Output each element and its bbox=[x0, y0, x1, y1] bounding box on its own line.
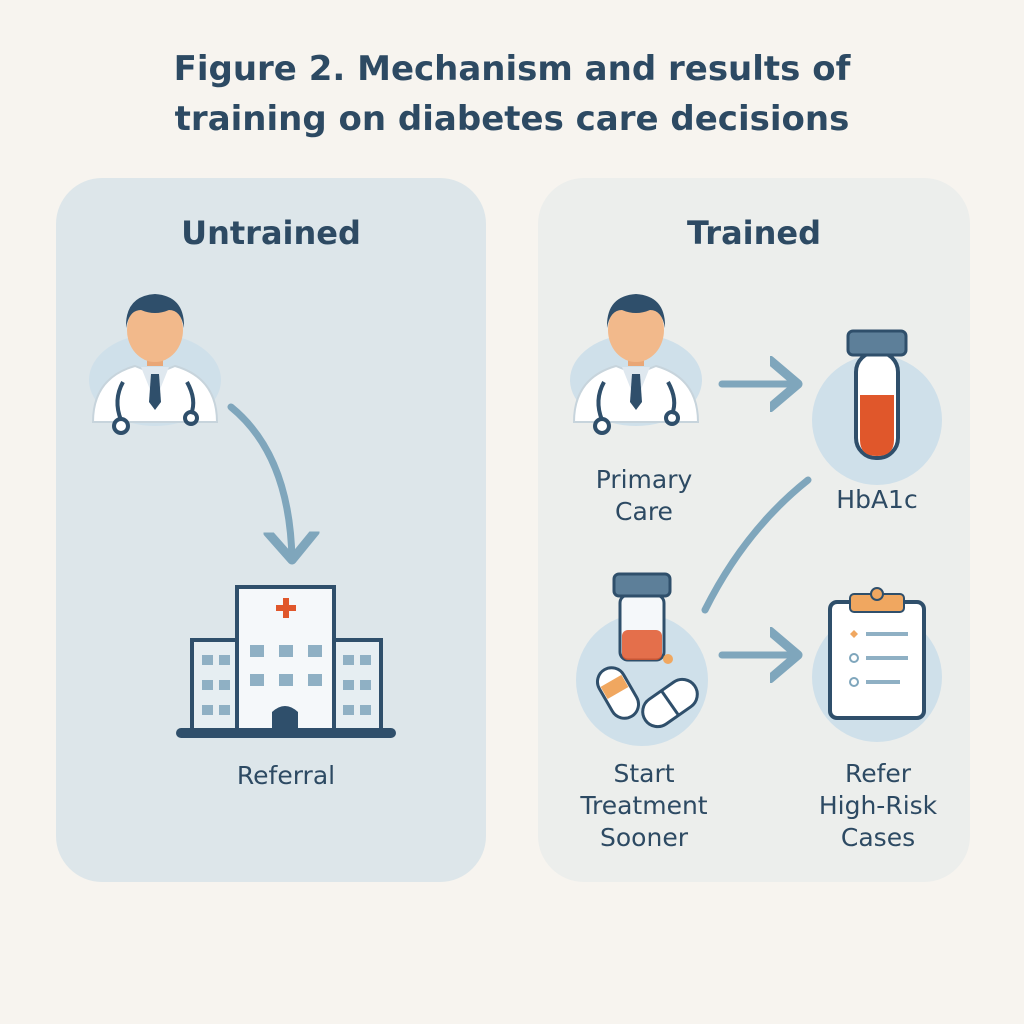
primary-care-label: Primary Care bbox=[564, 464, 724, 528]
hospital-icon bbox=[176, 585, 396, 738]
trained-heading: Trained bbox=[686, 214, 822, 252]
figure-title-line-1: Figure 2. Mechanism and results of bbox=[173, 49, 851, 89]
medication-icon bbox=[576, 572, 708, 746]
clipboard-icon bbox=[812, 587, 942, 742]
hba1c-label: HbA1c bbox=[836, 485, 918, 514]
untrained-heading: Untrained bbox=[181, 214, 361, 252]
start-treatment-label-line-1: Start bbox=[613, 759, 675, 788]
start-treatment-label-line-2: Treatment bbox=[580, 791, 708, 820]
arrow-icon bbox=[227, 403, 292, 560]
blood-test-tube-icon bbox=[812, 329, 942, 485]
doctor-icon-trained bbox=[568, 292, 704, 435]
figure-title-line-2: training on diabetes care decisions bbox=[174, 99, 850, 139]
refer-high-risk-label-line-1: Refer bbox=[844, 759, 912, 788]
arrow-icon-treatment-link bbox=[701, 476, 812, 614]
doctor-icon bbox=[87, 292, 223, 435]
refer-high-risk-label-line-3: Cases bbox=[840, 823, 916, 852]
untrained-panel: Untrained bbox=[56, 178, 486, 882]
start-treatment-label: Start Treatment Sooner bbox=[560, 758, 728, 854]
figure-title: Figure 2. Mechanism and results of train… bbox=[0, 44, 1024, 144]
referral-label: Referral bbox=[236, 761, 336, 790]
start-treatment-label-line-3: Sooner bbox=[600, 823, 688, 852]
refer-high-risk-label-line-2: High-Risk bbox=[818, 791, 938, 820]
primary-care-label-line-2: Care bbox=[615, 497, 673, 526]
primary-care-label-line-1: Primary bbox=[595, 465, 693, 494]
refer-high-risk-label: Refer High-Risk Cases bbox=[800, 758, 956, 854]
